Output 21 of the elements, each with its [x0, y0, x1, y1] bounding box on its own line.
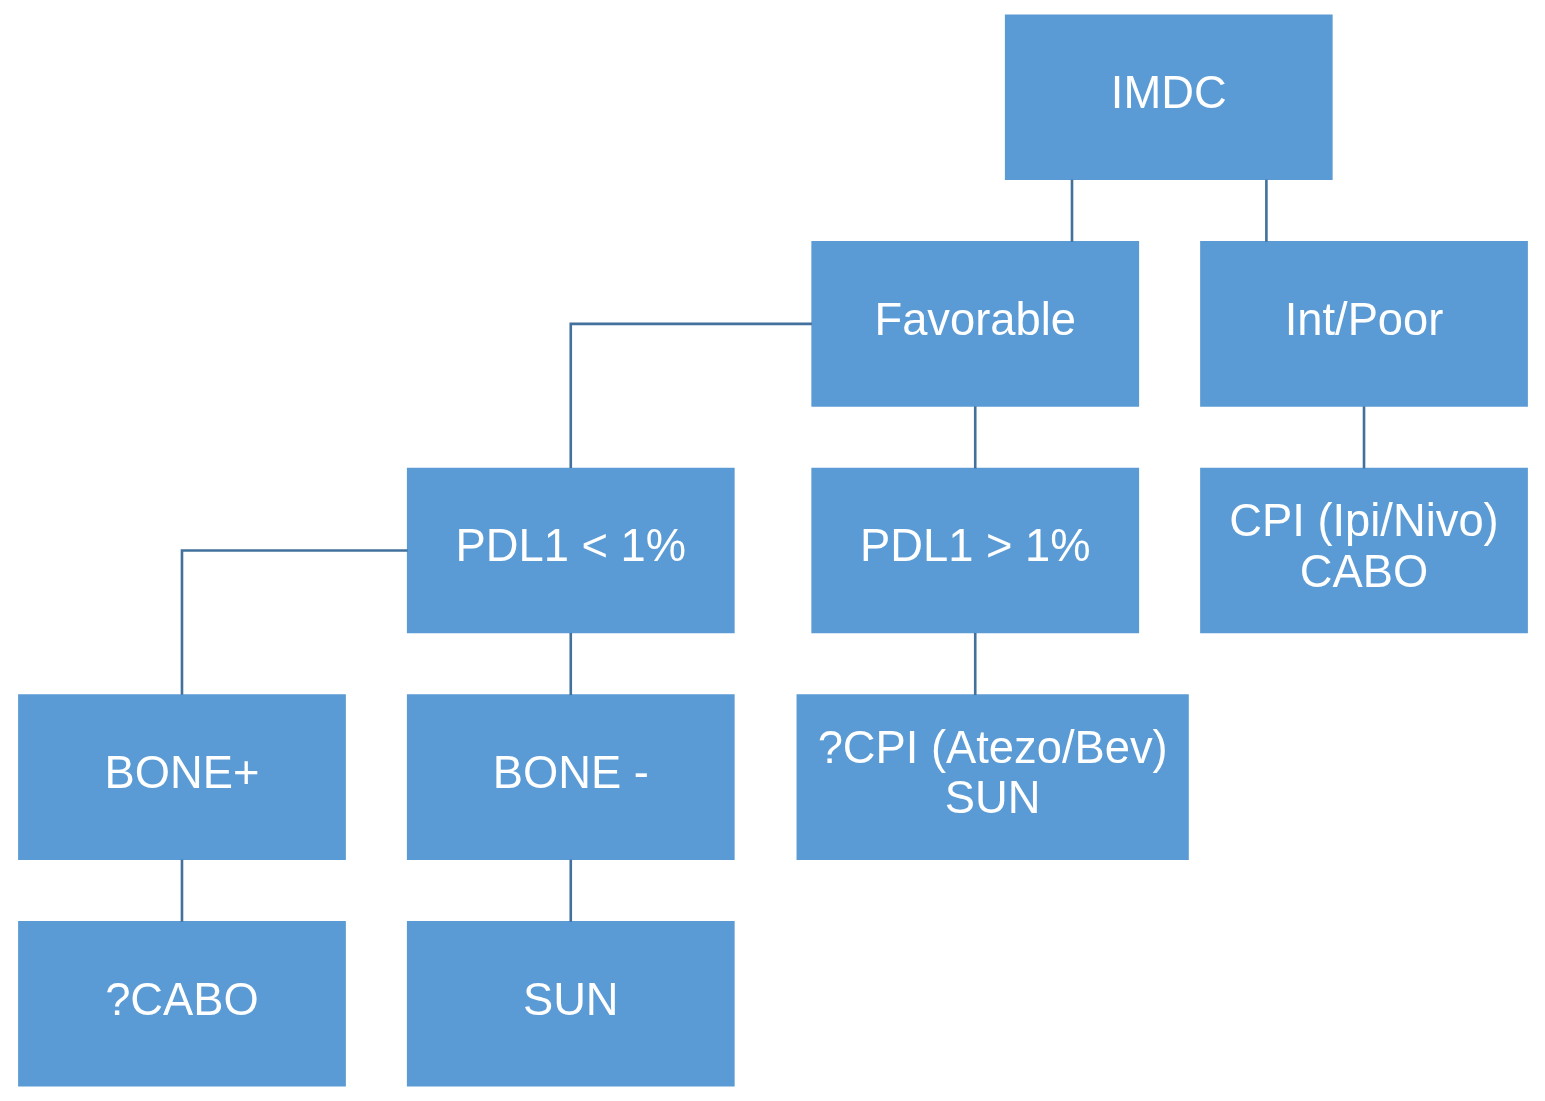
connector — [568, 859, 572, 922]
node-box: ?CABO — [17, 921, 346, 1087]
connector — [1264, 179, 1268, 242]
connector — [1070, 179, 1073, 242]
node-box: CPI (Ipi/Nivo) CABO — [1199, 467, 1528, 634]
connector — [568, 632, 572, 696]
connector — [973, 632, 977, 696]
node-box: SUN — [406, 921, 735, 1087]
connector — [180, 859, 183, 922]
connector — [180, 549, 408, 695]
connector — [568, 322, 812, 469]
node-box: Favorable — [810, 241, 1139, 407]
node-box: PDL1 < 1% — [406, 467, 735, 634]
node-box: PDL1 > 1% — [810, 467, 1139, 634]
connector — [1362, 406, 1365, 469]
node-box: BONE+ — [17, 694, 346, 860]
node-box: Int/Poor — [1199, 241, 1528, 407]
node-box: ?CPI (Atezo/Bev) SUN — [796, 694, 1189, 860]
node-box: IMDC — [1004, 14, 1333, 180]
node-box: BONE - — [406, 694, 735, 860]
connector — [973, 406, 977, 469]
